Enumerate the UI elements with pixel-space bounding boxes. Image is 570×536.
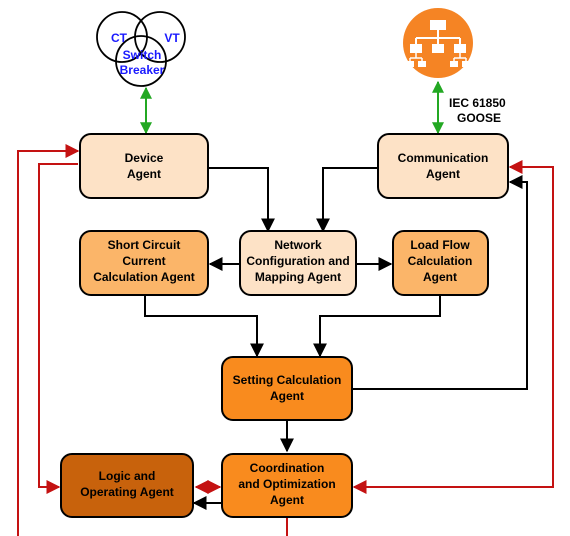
node-communication-line1: Communication: [398, 151, 489, 165]
node-network-line3: Mapping Agent: [255, 270, 341, 284]
edge-loadflow-setting: [313, 296, 441, 358]
node-short-circuit-line2: Current: [122, 254, 165, 268]
edge-device-network: [208, 167, 275, 233]
sensor-breaker-label: Breaker: [120, 63, 165, 77]
node-device-agent: Device Agent: [79, 133, 209, 199]
node-load-flow-line2: Calculation: [408, 254, 473, 268]
node-network-line2: Configuration and: [246, 254, 349, 268]
edge-red-coordination-communication: [352, 160, 554, 494]
edge-shortcircuit-setting: [144, 296, 264, 358]
node-device-line1: Device: [125, 151, 164, 165]
sensor-vt-label: VT: [164, 31, 180, 45]
network-hierarchy-icon: [403, 8, 473, 78]
protocol-label-line2: GOOSE: [457, 111, 501, 125]
node-logic-line2: Operating Agent: [80, 485, 174, 499]
node-network-line1: Network: [274, 238, 322, 252]
node-setting-line1: Setting Calculation: [233, 373, 342, 387]
node-short-circuit-line1: Short Circuit: [108, 238, 181, 252]
node-coordination-line3: Agent: [270, 493, 304, 507]
node-load-flow-line3: Agent: [423, 270, 457, 284]
node-short-circuit-agent: Short Circuit Current Calculation Agent: [79, 230, 209, 296]
node-coordination-agent: Coordination and Optimization Agent: [221, 453, 353, 518]
edge-red-device-logic: [38, 163, 78, 494]
node-logic-agent: Logic and Operating Agent: [60, 453, 194, 518]
node-device-line2: Agent: [127, 167, 161, 181]
sensor-ct-label: CT: [111, 31, 128, 45]
protocol-label-line1: IEC 61850: [449, 96, 506, 110]
node-short-circuit-line3: Calculation Agent: [93, 270, 195, 284]
node-communication-line2: Agent: [426, 167, 460, 181]
node-setting-line2: Agent: [270, 389, 304, 403]
edge-red-loop-device-input: [17, 144, 80, 536]
node-load-flow-agent: Load Flow Calculation Agent: [392, 230, 489, 296]
edge-communication-network: [316, 167, 378, 233]
node-communication-agent: Communication Agent: [377, 133, 509, 199]
node-load-flow-line1: Load Flow: [410, 238, 470, 252]
node-network-agent: Network Configuration and Mapping Agent: [239, 230, 357, 296]
node-setting-agent: Setting Calculation Agent: [221, 356, 353, 421]
node-coordination-line1: Coordination: [250, 461, 325, 475]
node-logic-line1: Logic and: [99, 469, 156, 483]
ct-vt-breaker-venn-icon: CT VT Switch Breaker: [96, 11, 186, 87]
node-coordination-line2: and Optimization: [238, 477, 335, 491]
sensor-switch-label: Switch: [123, 48, 162, 62]
